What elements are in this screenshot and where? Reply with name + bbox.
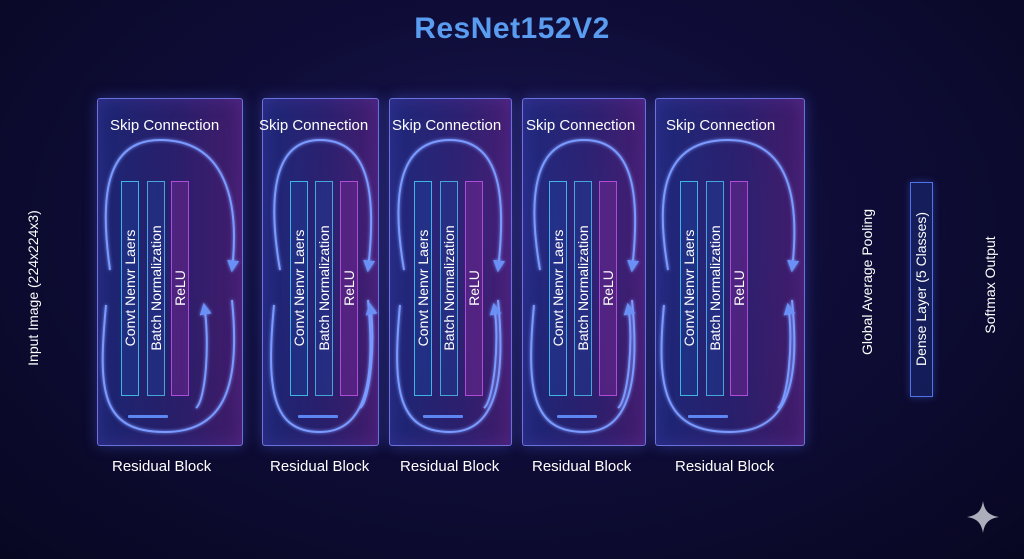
softmax-output-label: Softmax Output: [982, 236, 998, 334]
batch-norm-bar: [706, 181, 724, 396]
batch-norm-bar: [440, 181, 458, 396]
dense-layer-box: [910, 182, 933, 397]
skip-connection-label: Skip Connection: [526, 117, 636, 134]
skip-return: [195, 302, 212, 409]
conv-layer-bar: [121, 181, 139, 396]
block-underline: [298, 415, 338, 418]
skip-loop-bottom: [101, 299, 236, 434]
sparkle-icon: [967, 501, 999, 533]
conv-layer-bar: [290, 181, 308, 396]
block-underline: [423, 415, 463, 418]
skip-connection-label: Skip Connection: [259, 117, 369, 134]
block-frame: [262, 98, 379, 446]
residual-block-label: Residual Block: [675, 458, 775, 475]
batch-norm-bar: [147, 181, 165, 396]
conv-layer-bar: [414, 181, 432, 396]
residual-block-label: Residual Block: [112, 458, 212, 475]
batch-norm-bar: [574, 181, 592, 396]
skip-connection-label: Skip Connection: [392, 117, 502, 134]
skip-connection-label: Skip Connection: [666, 117, 776, 134]
diagram-title: ResNet152V2: [414, 12, 610, 45]
conv-layer-bar: [549, 181, 567, 396]
relu-bar: [599, 181, 617, 396]
relu-bar: [340, 181, 358, 396]
residual-block-label: Residual Block: [400, 458, 500, 475]
relu-bar: [465, 181, 483, 396]
block-underline: [128, 415, 168, 418]
dense-layer-label: Dense Layer (5 Classes): [913, 211, 929, 367]
block-underline: [557, 415, 597, 418]
residual-block-label: Residual Block: [270, 458, 370, 475]
residual-block-label: Residual Block: [532, 458, 632, 475]
block-underline: [688, 415, 728, 418]
relu-bar: [171, 181, 189, 396]
conv-layer-bar: [680, 181, 698, 396]
skip-connection-label: Skip Connection: [110, 117, 220, 134]
relu-bar: [730, 181, 748, 396]
skip-loop-top: [104, 138, 240, 273]
global-average-pooling-label: Global Average Pooling: [859, 208, 875, 356]
batch-norm-bar: [315, 181, 333, 396]
